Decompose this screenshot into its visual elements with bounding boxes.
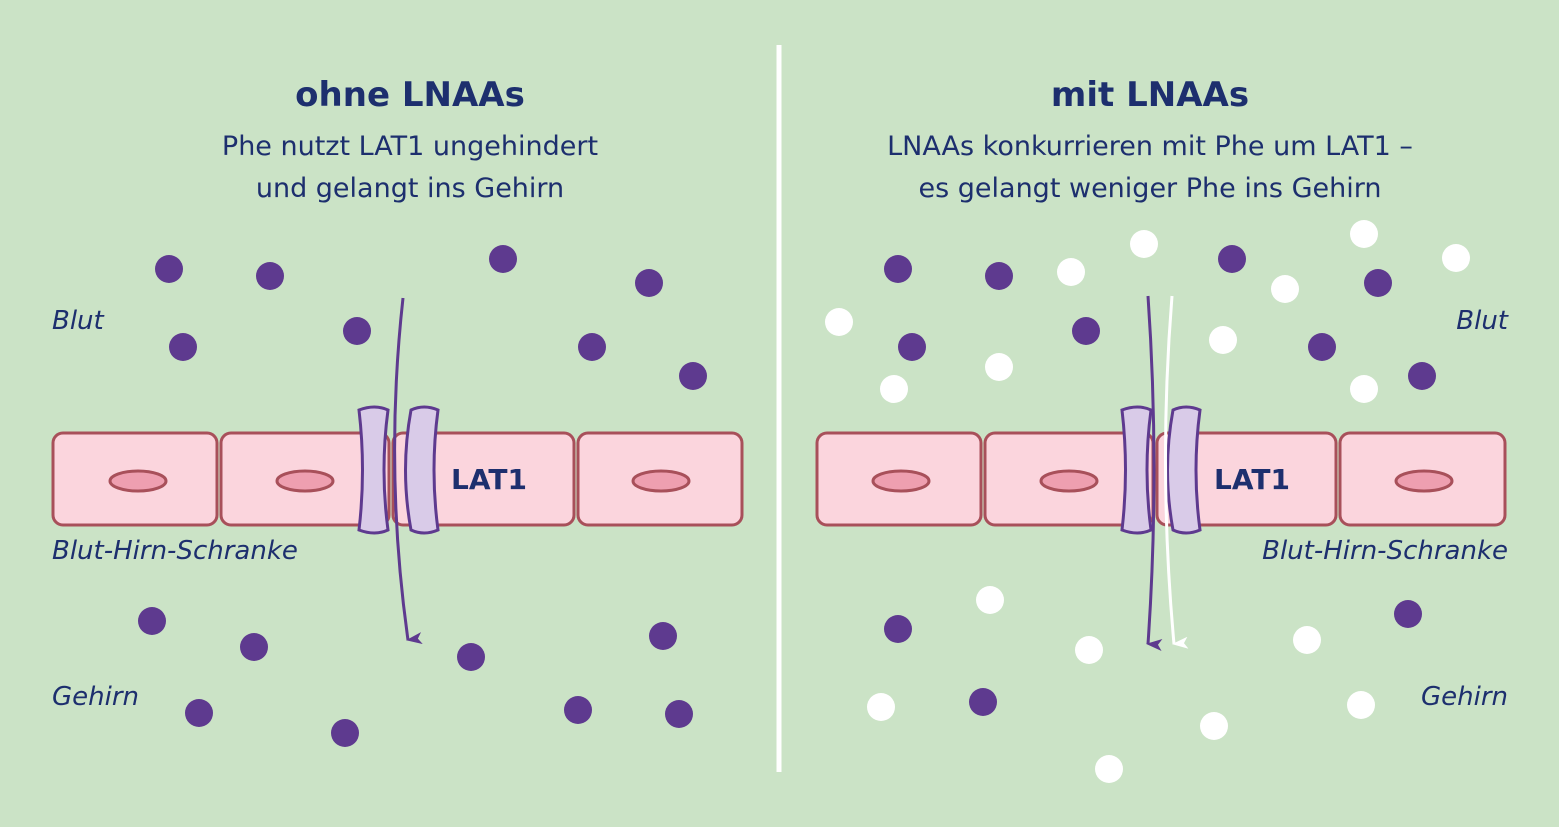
- cell-nucleus: [1394, 469, 1454, 493]
- lnaa-molecule: [825, 308, 853, 336]
- lnaa-molecule: [880, 375, 908, 403]
- cell-nucleus: [871, 469, 931, 493]
- phe-molecule: [649, 622, 677, 650]
- lnaa-flow-arrow: [1163, 295, 1189, 649]
- phe-molecule: [679, 362, 707, 390]
- panel-subtitle-line1: LNAAs konkurrieren mit Phe um LAT1 –: [887, 131, 1413, 162]
- lnaa-molecule: [1293, 626, 1321, 654]
- phe-molecule: [1394, 600, 1422, 628]
- phe-molecule: [1408, 362, 1436, 390]
- phe-molecule: [1072, 317, 1100, 345]
- label-blood: Blut: [52, 306, 105, 336]
- panel-title: ohne LNAAs: [295, 75, 525, 115]
- phe-flow-arrow: [1146, 295, 1163, 651]
- channel-half: [404, 405, 440, 535]
- label-blood: Blut: [1456, 306, 1509, 336]
- phe-molecule: [1364, 269, 1392, 297]
- lnaa-molecule: [1271, 275, 1299, 303]
- label-barrier: Blut-Hirn-Schranke: [52, 536, 298, 566]
- panel-subtitle-line2: und gelangt ins Gehirn: [256, 173, 564, 204]
- lnaa-molecule: [1209, 326, 1237, 354]
- phe-molecule: [985, 262, 1013, 290]
- phe-molecule: [240, 633, 268, 661]
- phe-molecule: [185, 699, 213, 727]
- barrier-cells: [51, 431, 744, 527]
- phe-molecule: [578, 333, 606, 361]
- phe-molecule: [665, 700, 693, 728]
- channel-half: [1166, 405, 1202, 535]
- phe-molecule: [635, 269, 663, 297]
- panel-with-lnaas: mit LNAAs LNAAs konkurrieren mit Phe um …: [815, 75, 1509, 783]
- phe-molecule: [343, 317, 371, 345]
- transporter-label: LAT1: [451, 463, 527, 496]
- panel-without-lnaas: ohne LNAAs Phe nutzt LAT1 ungehindert un…: [51, 75, 744, 747]
- cell-nucleus: [108, 469, 168, 493]
- cell-nucleus: [275, 469, 335, 493]
- phe-molecule: [155, 255, 183, 283]
- lnaa-molecule: [1200, 712, 1228, 740]
- panel-subtitle-line2: es gelangt weniger Phe ins Gehirn: [919, 173, 1382, 204]
- label-barrier: Blut-Hirn-Schranke: [1262, 536, 1508, 566]
- label-brain: Gehirn: [52, 682, 139, 712]
- phe-molecule: [457, 643, 485, 671]
- cell-nucleus: [631, 469, 691, 493]
- lnaa-molecule: [1347, 691, 1375, 719]
- lnaa-molecule: [976, 586, 1004, 614]
- phe-molecule: [489, 245, 517, 273]
- phe-molecule: [884, 615, 912, 643]
- lnaa-molecule: [867, 693, 895, 721]
- phe-molecule: [169, 333, 197, 361]
- phe-molecule: [1308, 333, 1336, 361]
- molecule-dots: [825, 220, 1470, 783]
- panel-subtitle-line1: Phe nutzt LAT1 ungehindert: [222, 131, 598, 162]
- lnaa-molecule: [1095, 755, 1123, 783]
- phe-molecule: [969, 688, 997, 716]
- phe-molecule: [256, 262, 284, 290]
- transporter-label: LAT1: [1214, 463, 1290, 496]
- lat1-transporter: LAT1: [357, 405, 527, 535]
- label-brain: Gehirn: [1421, 682, 1508, 712]
- phe-molecule: [564, 696, 592, 724]
- molecule-dots: [138, 245, 707, 747]
- endothelial-cell: [391, 431, 576, 527]
- panel-title: mit LNAAs: [1051, 75, 1249, 115]
- phe-molecule: [884, 255, 912, 283]
- endothelial-cell: [1155, 431, 1338, 527]
- phe-molecule: [1218, 245, 1246, 273]
- phe-molecule: [331, 719, 359, 747]
- phe-molecule: [138, 607, 166, 635]
- lat1-transporter: LAT1: [1120, 405, 1290, 535]
- channel-half: [357, 405, 390, 535]
- barrier-cells: [815, 431, 1507, 527]
- channel-half: [1120, 405, 1153, 535]
- lnaa-molecule: [985, 353, 1013, 381]
- lnaa-molecule: [1350, 375, 1378, 403]
- lnaa-molecule: [1130, 230, 1158, 258]
- phe-molecule: [898, 333, 926, 361]
- lnaa-molecule: [1442, 244, 1470, 272]
- lnaa-molecule: [1057, 258, 1085, 286]
- lnaa-molecule: [1350, 220, 1378, 248]
- lnaa-molecule: [1075, 636, 1103, 664]
- cell-nucleus: [1039, 469, 1099, 493]
- phe-flow-arrow: [393, 297, 423, 644]
